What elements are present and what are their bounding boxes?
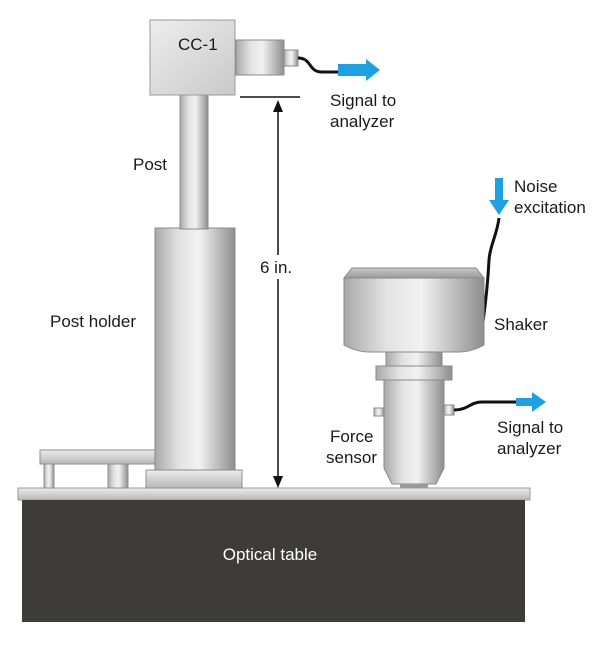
signal-arrow-right: [516, 392, 546, 412]
force-sensor: [383, 379, 445, 485]
signal-top-label-1: Signal to: [330, 91, 396, 110]
probe-cable: [297, 56, 338, 74]
shaker-collar: [375, 365, 453, 381]
signal-right-label-1: Signal to: [497, 418, 563, 437]
base-plate-leg-left: [43, 463, 55, 489]
dimension-arrow-down: [273, 476, 283, 488]
noise-arrow: [489, 178, 509, 215]
shaker-cable: [481, 217, 501, 323]
force-sensor-stub-right: [443, 404, 455, 416]
shaker-body: [343, 277, 485, 353]
shaker-neck: [385, 351, 443, 367]
force-sensor-stub-left: [373, 407, 385, 417]
optical-table-label: Optical table: [223, 545, 318, 564]
shaker-cap: [342, 267, 486, 279]
force-label-2: sensor: [326, 448, 377, 467]
force-label-1: Force: [330, 427, 373, 446]
base-plate-leg-mid: [107, 463, 129, 489]
signal-right-label-2: analyzer: [497, 439, 562, 458]
post-holder: [154, 227, 236, 471]
optical-table-top-edge: [17, 487, 531, 501]
probe-body: [235, 39, 285, 76]
post-holder-label: Post holder: [50, 312, 136, 331]
signal-top-label-2: analyzer: [330, 112, 395, 131]
force-cable: [453, 400, 516, 412]
probe-tip: [283, 49, 299, 67]
force-sensor-tip: [400, 484, 428, 488]
noise-label-1: Noise: [514, 177, 557, 196]
optical-table: [22, 500, 525, 622]
dimension-arrow-up: [273, 100, 283, 112]
post-label: Post: [133, 155, 167, 174]
base-plate-foot: [145, 469, 243, 489]
post: [179, 94, 209, 230]
signal-arrow-top: [338, 59, 380, 81]
noise-label-2: excitation: [514, 198, 586, 217]
dimension-label: 6 in.: [260, 258, 292, 277]
shaker-label: Shaker: [494, 315, 548, 334]
dimension-label-bg: [255, 255, 305, 279]
cc1-label: CC-1: [178, 35, 218, 54]
cc1-box: [149, 19, 236, 96]
